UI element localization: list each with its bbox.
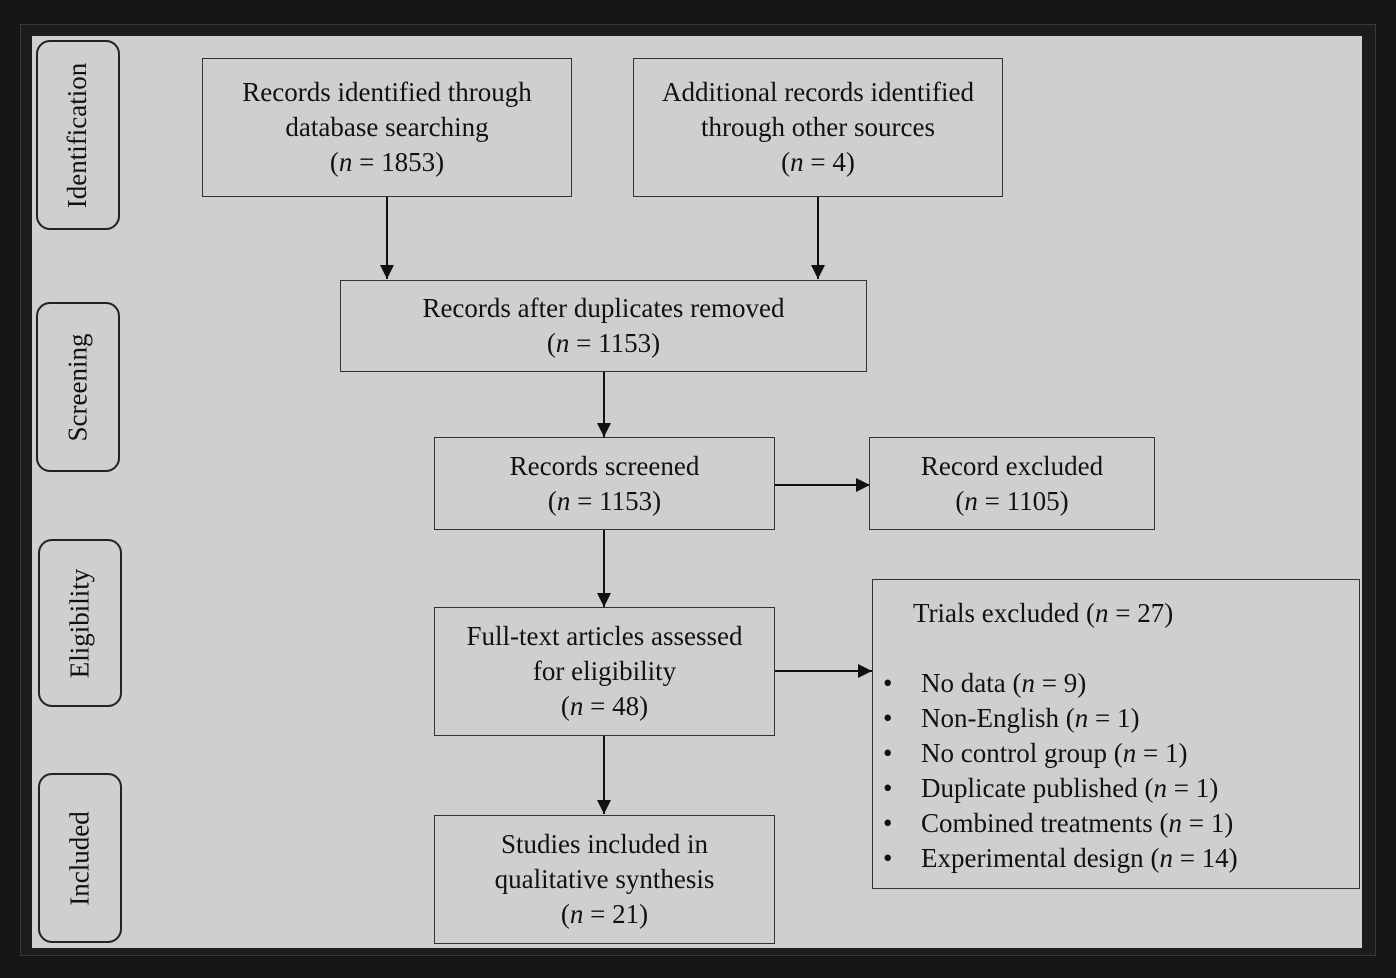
phase-eligibility: Eligibility [38, 539, 122, 707]
box-studies-included: Studies included in qualitative synthesi… [434, 815, 775, 944]
count: (n = 1105) [955, 485, 1069, 516]
list-item: Duplicate published (n = 1) [873, 771, 1238, 806]
box-trials-excluded: Trials excluded (n = 27) No data (n = 9)… [872, 579, 1360, 889]
list-item: Experimental design (n = 14) [873, 841, 1238, 876]
count: (n = 1153) [547, 485, 662, 516]
count: (n = 4) [781, 147, 855, 177]
count: (n = 1853) [329, 147, 445, 177]
exclusion-reasons-list: No data (n = 9) Non-English (n = 1) No c… [873, 666, 1238, 876]
box-full-text-assessed: Full-text articles assessed for eligibil… [434, 607, 775, 736]
flow-diagram: Identification Screening Eligibility Inc… [32, 36, 1362, 948]
box-records-screened: Records screened (n = 1153) [434, 437, 775, 530]
phase-included: Included [38, 773, 122, 943]
box-record-excluded: Record excluded (n = 1105) [869, 437, 1155, 530]
list-item: No data (n = 9) [873, 666, 1238, 701]
count: (n = 21) [560, 899, 649, 929]
list-item: No control group (n = 1) [873, 736, 1238, 771]
box-after-duplicates: Records after duplicates removed (n = 11… [340, 280, 867, 372]
box-other-records: Additional records identified through ot… [633, 58, 1003, 197]
count: (n = 48) [560, 691, 649, 721]
phase-screening: Screening [36, 302, 120, 472]
count: (n = 1153) [546, 328, 661, 358]
trials-excluded-title: Trials excluded (n = 27) [913, 598, 1174, 628]
list-item: Combined treatments (n = 1) [873, 806, 1238, 841]
flow-arrows [380, 197, 872, 814]
box-database-records: Records identified through database sear… [202, 58, 572, 197]
phase-identification: Identification [36, 40, 120, 230]
list-item: Non-English (n = 1) [873, 701, 1238, 736]
